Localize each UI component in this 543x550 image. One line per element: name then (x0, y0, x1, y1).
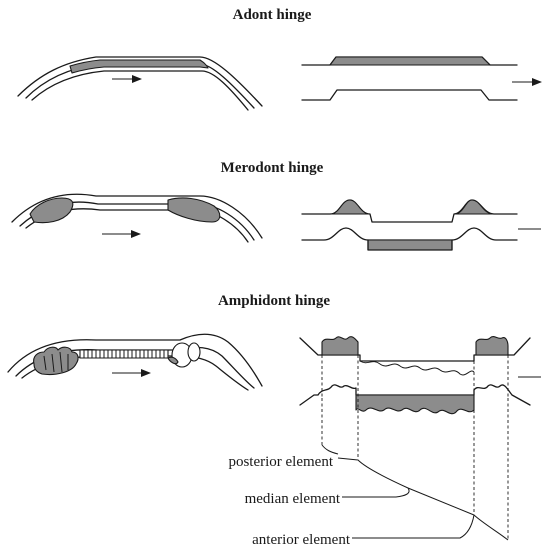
merodont-left-view (12, 194, 262, 242)
median-element-label: median element (245, 491, 341, 507)
posterior-element-label: posterior element (228, 454, 333, 470)
adont-right-view (302, 57, 541, 100)
element-connectors (322, 445, 508, 540)
amphidont-title: Amphidont hinge (218, 293, 330, 309)
adont-left-view (18, 57, 262, 110)
anterior-element-label: anterior element (252, 532, 351, 548)
merodont-right-view (302, 200, 541, 250)
amphidont-right-view (300, 337, 541, 540)
adont-title: Adont hinge (233, 7, 312, 23)
amphidont-left-view (8, 334, 262, 390)
merodont-title: Merodont hinge (221, 160, 324, 176)
